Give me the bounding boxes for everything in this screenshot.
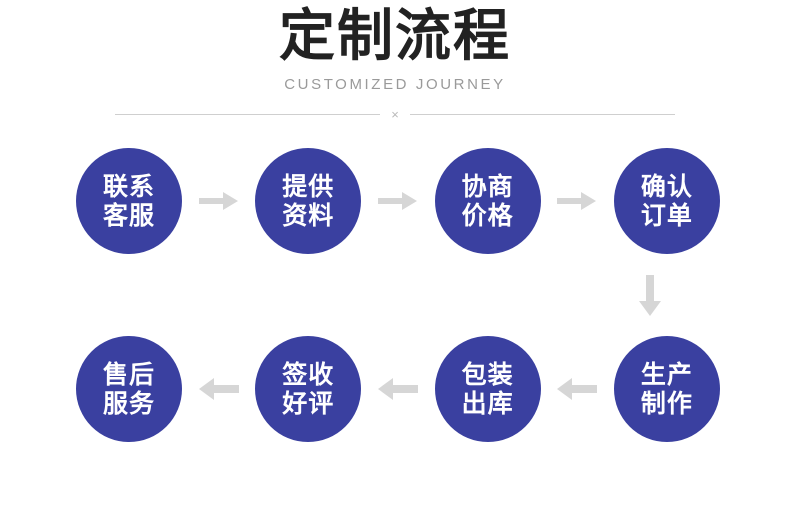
flow-node-confirm-order[interactable]: 确认 订单	[613, 148, 720, 254]
flow-node-packaging-shipment[interactable]: 包装 出库	[434, 336, 541, 442]
divider-line-left	[115, 114, 380, 115]
page-subtitle: CUSTOMIZED JOURNEY	[284, 76, 506, 93]
flow-node-production[interactable]: 生产 制作	[613, 336, 720, 442]
flow-node-label: 售后 服务	[102, 360, 155, 418]
flow-row-2: 售后 服务 签收 好评 包装 出库 生产 制作	[76, 330, 720, 448]
arrow-right-icon	[196, 188, 242, 214]
flow-node-provide-materials[interactable]: 提供 资料	[255, 148, 362, 254]
arrow-left-icon	[375, 376, 421, 402]
flow-node-negotiate-price[interactable]: 协商 价格	[434, 148, 541, 254]
flow-node-label: 包装 出库	[461, 360, 514, 418]
divider-line-right	[410, 114, 675, 115]
flow-node-sign-and-review[interactable]: 签收 好评	[255, 336, 362, 442]
header: 定制流程 CUSTOMIZED JOURNEY	[0, 0, 790, 94]
flow-node-label: 生产 制作	[640, 360, 693, 418]
arrow-left-icon	[554, 376, 600, 402]
page-title: 定制流程	[279, 4, 511, 69]
divider: ×	[115, 108, 675, 121]
flow-node-after-sales-service[interactable]: 售后 服务	[76, 336, 182, 442]
flow-node-label: 联系 客服	[102, 172, 155, 230]
arrow-right-icon	[375, 188, 421, 214]
flow-node-label: 签收 好评	[282, 360, 335, 418]
flow-node-label: 提供 资料	[282, 172, 335, 230]
divider-cross-mark: ×	[391, 107, 399, 122]
arrow-down-icon	[634, 272, 666, 320]
flow-node-contact-service[interactable]: 联系 客服	[76, 148, 182, 254]
arrow-left-icon	[196, 376, 242, 402]
flow-node-label: 确认 订单	[640, 172, 693, 230]
arrow-right-icon	[554, 188, 600, 214]
flow-row-1: 联系 客服 提供 资料 协商 价格 确认 订单	[76, 142, 720, 260]
flow-node-label: 协商 价格	[461, 172, 514, 230]
